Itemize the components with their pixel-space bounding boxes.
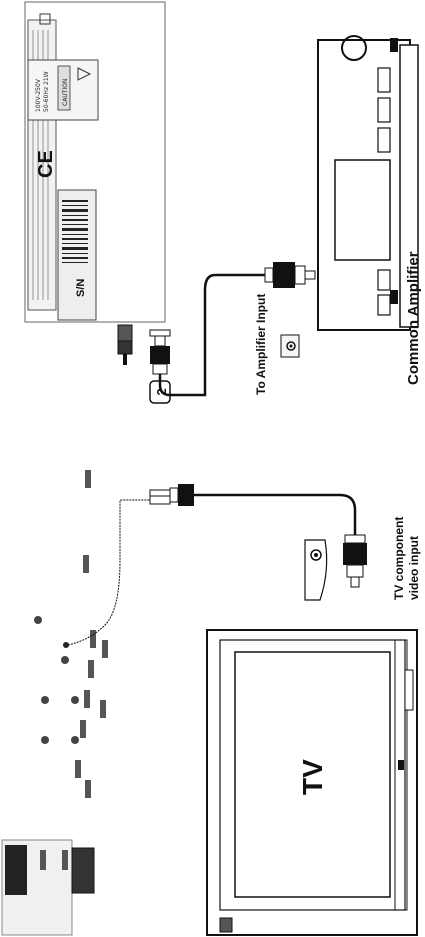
display-window: [5, 845, 27, 895]
panel-audio-jack-icon: [117, 339, 133, 355]
amp-foot-top: [390, 38, 398, 52]
video-cable: [63, 484, 367, 648]
audio-cable: [117, 262, 316, 397]
amp-input-socket-icon: [280, 334, 300, 358]
amp-display: [334, 159, 391, 261]
rca-plug-video-icon: [149, 484, 194, 506]
amp-button-2: [377, 97, 391, 123]
rca-plug-top-icon: [149, 329, 171, 375]
double-insulation-icon: [39, 13, 51, 25]
voltage-text-1: 100V-250V: [35, 78, 42, 112]
connector-dots: [34, 616, 79, 744]
rca-plug-amp-icon: [264, 262, 316, 288]
device-rear-panel: S/N CE 100V-250V 50-60Hz 21W CAUTION: [24, 1, 166, 323]
amp-button-1: [377, 67, 391, 93]
warning-triangle-icon: [77, 67, 92, 81]
tv-bezel: [219, 639, 406, 911]
tv-power-led: [219, 917, 233, 933]
amplifier: [317, 35, 419, 331]
panel-outline: [24, 1, 166, 323]
serial-label: S/N: [75, 279, 87, 297]
caution-text: CAUTION: [62, 79, 69, 106]
amplifier-body: [317, 39, 411, 331]
connector-labels: [40, 470, 108, 870]
jack-nut-icon: [117, 324, 133, 342]
tv-indicator: [398, 760, 404, 770]
front-slot: [71, 847, 95, 894]
voltage-text-2: 50-60Hz 21W: [43, 71, 50, 112]
tv-side-strip: [394, 639, 408, 911]
amp-button-4: [377, 269, 391, 291]
amp-input-label: To Amplifier Input: [254, 294, 268, 395]
caution-box: [57, 65, 71, 111]
component-out-jack-icon: [63, 642, 69, 648]
amplifier-front: [399, 44, 419, 328]
tv-screen: [234, 651, 391, 898]
tv-input-socket-icon: [304, 539, 328, 601]
tv-component-label-1: TV component: [392, 517, 406, 600]
ce-mark: CE: [35, 150, 57, 178]
tv-set: [206, 629, 418, 936]
amplifier-label: Common Amplifier: [405, 251, 422, 385]
rca-plug-tv-icon: [343, 534, 367, 588]
device-front-panel: [1, 470, 108, 936]
tv-label: TV: [297, 759, 328, 795]
tv-component-label-2: video input: [407, 536, 421, 600]
barcode: [62, 200, 88, 263]
tv-side-panel: [404, 669, 414, 711]
amp-foot-bottom: [390, 290, 398, 304]
amp-button-5: [377, 294, 391, 316]
amp-button-3: [377, 127, 391, 153]
volume-knob-icon: [341, 35, 367, 61]
